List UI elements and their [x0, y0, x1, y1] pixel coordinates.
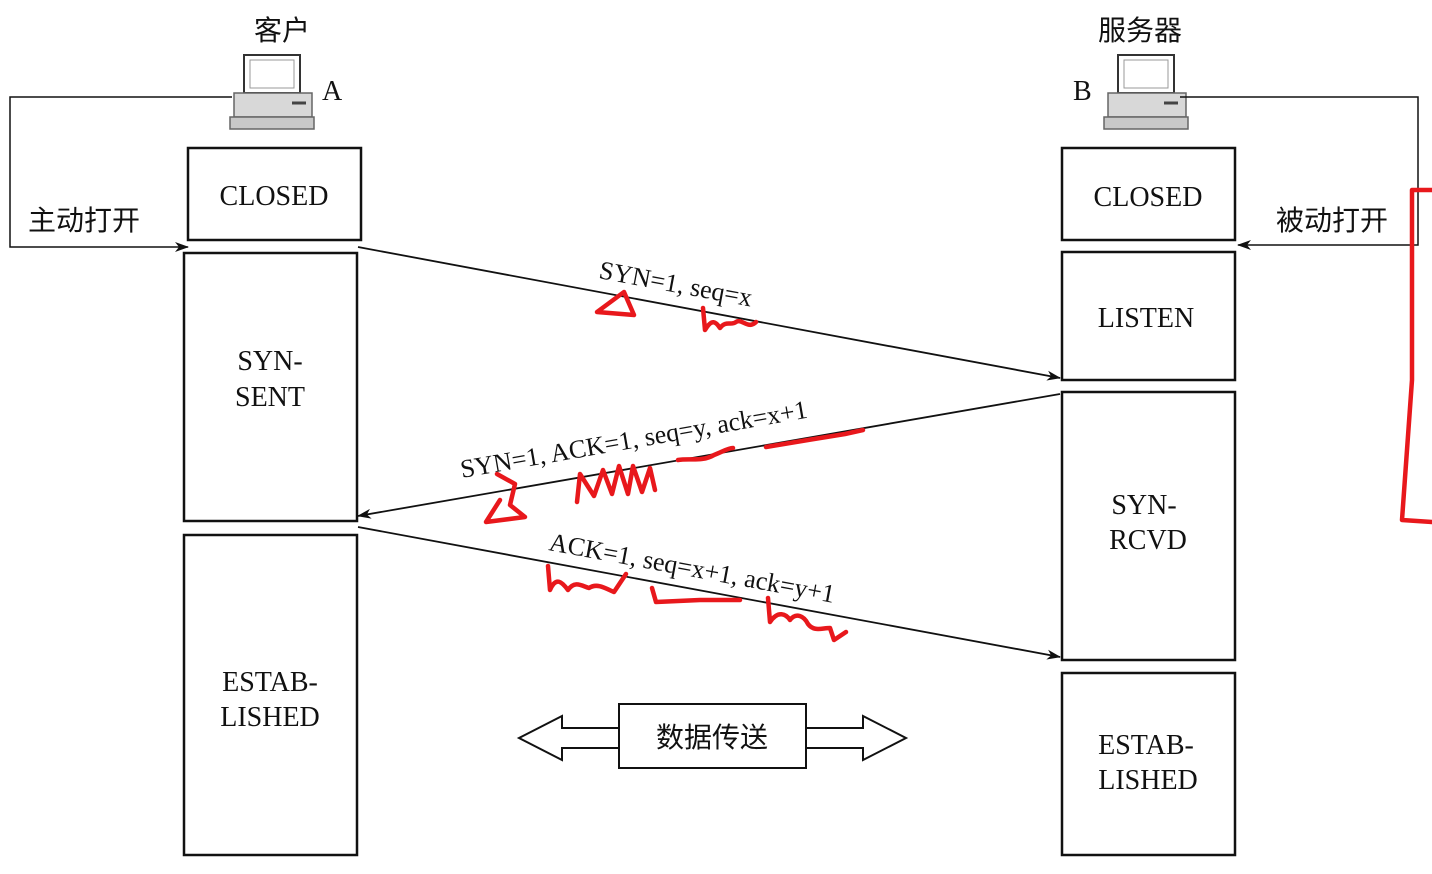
server-title: 服务器 [1098, 14, 1182, 47]
red-underline-seq-x [700, 305, 759, 333]
active-open-label: 主动打开 [28, 204, 140, 237]
client-state-closed: CLOSED [186, 146, 363, 242]
server-syn-rcvd-line1: SYN- [1111, 490, 1176, 521]
client-syn-sent-line1: SYN- [237, 346, 302, 377]
server-syn-rcvd-line2: RCVD [1109, 525, 1187, 556]
server-computer-icon [1103, 54, 1189, 130]
server-listen-label: LISTEN [1098, 303, 1194, 334]
client-state-established: ESTAB- LISHED [182, 533, 359, 857]
data-transfer-arrow: 数据传送 [516, 703, 909, 769]
syn-arrow [357, 246, 1061, 381]
client-title: 客户 [254, 14, 310, 47]
server-state-syn-rcvd: SYN- RCVD [1060, 390, 1237, 662]
client-computer-icon [229, 54, 315, 130]
client-state-syn-sent: SYN- SENT [182, 251, 359, 523]
server-established-line2: LISHED [1098, 765, 1198, 796]
ack-message-label: ACK=1, seq=x+1, ack=y+1 [547, 527, 837, 608]
server-established-line1: ESTAB- [1098, 730, 1194, 761]
server-closed-label: CLOSED [1094, 182, 1203, 213]
data-transfer-label: 数据传送 [656, 721, 768, 754]
red-triangle-mark-1 [594, 289, 637, 318]
client-syn-sent-line2: SENT [235, 382, 305, 413]
red-underline-seq-x1 [649, 585, 743, 605]
red-underline-ack-x1 [763, 427, 866, 450]
red-underline-ack-y1 [765, 595, 849, 643]
syn-message-label: SYN=1, seq=x [597, 255, 755, 312]
client-letter: A [322, 76, 343, 107]
server-letter: B [1073, 76, 1092, 107]
passive-open-label: 被动打开 [1276, 204, 1388, 237]
red-bracket-mark [1399, 187, 1432, 525]
ack-arrow [357, 526, 1061, 660]
red-annotations [483, 187, 1432, 643]
server-state-listen: LISTEN [1060, 250, 1237, 382]
client-closed-label: CLOSED [220, 181, 329, 212]
red-zigzag-ack [574, 463, 658, 505]
red-triangle-mark-2 [483, 471, 528, 525]
client-established-line1: ESTAB- [222, 667, 318, 698]
passive-open-path [1180, 96, 1419, 250]
red-underline-seq-y [675, 445, 736, 463]
server-state-established: ESTAB- LISHED [1060, 671, 1237, 857]
server-state-closed: CLOSED [1060, 146, 1237, 242]
client-established-line2: LISHED [220, 702, 320, 733]
red-underline-ack1 [545, 563, 629, 595]
active-open-path [9, 96, 232, 252]
